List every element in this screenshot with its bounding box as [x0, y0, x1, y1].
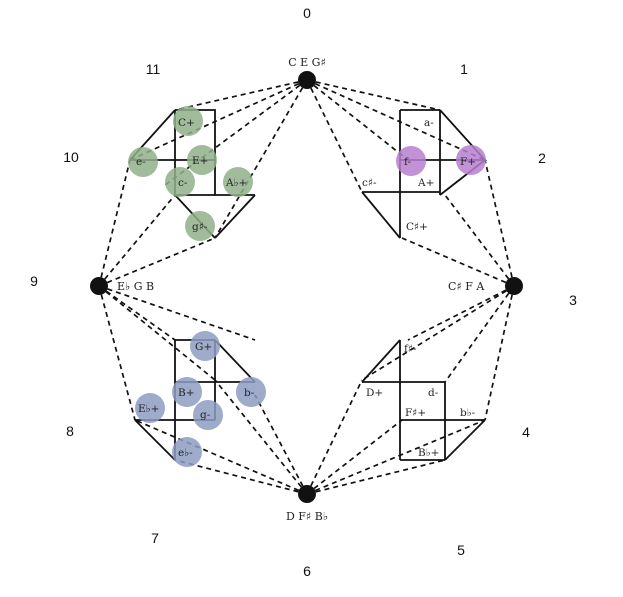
position-number: 9 [30, 273, 38, 289]
hub-node-top [298, 71, 316, 89]
highlight-circle [172, 377, 202, 407]
position-number: 4 [522, 424, 530, 440]
highlight-circle [128, 147, 158, 177]
purple-highlights [396, 145, 486, 176]
position-number: 2 [538, 150, 546, 166]
chord-label: E+ [192, 155, 208, 167]
position-number: 6 [303, 563, 311, 579]
chord-label: B♭+ [418, 447, 439, 459]
highlight-circle [173, 106, 203, 136]
highlight-circle [135, 393, 165, 423]
hub-label-left: E♭ G B [117, 280, 154, 293]
chord-label: C+ [178, 117, 195, 129]
chord-label: e♭- [178, 447, 193, 459]
cube-lower-right [361, 339, 486, 461]
highlight-circle [190, 331, 220, 361]
chord-label: b- [244, 387, 255, 399]
outer-dashed-edges [98, 79, 515, 495]
blue-highlights [135, 331, 266, 467]
chord-label: B+ [178, 387, 195, 399]
chord-label: d- [428, 387, 439, 399]
chord-label: f♯- [404, 343, 417, 355]
position-number: 5 [457, 542, 465, 558]
chord-label: a- [424, 117, 434, 129]
hub-node-right [505, 277, 523, 295]
highlight-circle [185, 211, 215, 241]
position-number: 1 [460, 61, 468, 77]
position-number: 0 [303, 5, 311, 21]
chord-label: f- [404, 156, 412, 168]
highlight-circle [396, 146, 426, 176]
highlight-circle [165, 167, 195, 197]
chord-label: C♯+ [406, 221, 428, 233]
chord-label: c- [178, 177, 188, 189]
hub-node-bottom [298, 485, 316, 503]
chord-label: E♭+ [138, 403, 159, 415]
chord-label: A♭+ [225, 177, 247, 189]
chord-label: b♭- [460, 407, 476, 419]
green-highlights [128, 106, 253, 241]
chord-label: g♯- [192, 221, 208, 233]
highlight-circle [193, 400, 223, 430]
chord-label: G+ [195, 341, 212, 353]
chord-label: D+ [366, 387, 383, 399]
chord-label: A+ [417, 177, 434, 189]
hub-nodes [90, 71, 523, 503]
highlight-circle [172, 437, 202, 467]
position-number: 3 [569, 292, 577, 308]
chord-label: c♯- [362, 177, 377, 189]
position-number: 11 [146, 61, 161, 77]
highlight-circle [223, 167, 253, 197]
hub-node-left [90, 277, 108, 295]
chord-label: g- [200, 409, 211, 421]
hub-label-right: C♯ F A [448, 280, 485, 293]
position-number: 10 [63, 149, 79, 165]
highlight-circle [187, 145, 217, 175]
highlight-circle [456, 145, 486, 175]
position-number: 7 [151, 530, 159, 546]
hub-label-bottom: D F♯ B♭ [286, 510, 328, 523]
highlight-circle [236, 377, 266, 407]
position-number: 8 [66, 423, 74, 439]
chord-label: F♯+ [405, 407, 426, 419]
chord-label: e- [136, 156, 146, 168]
chord-label: F+ [460, 156, 476, 168]
hub-label-top: C E G♯ [288, 56, 326, 69]
